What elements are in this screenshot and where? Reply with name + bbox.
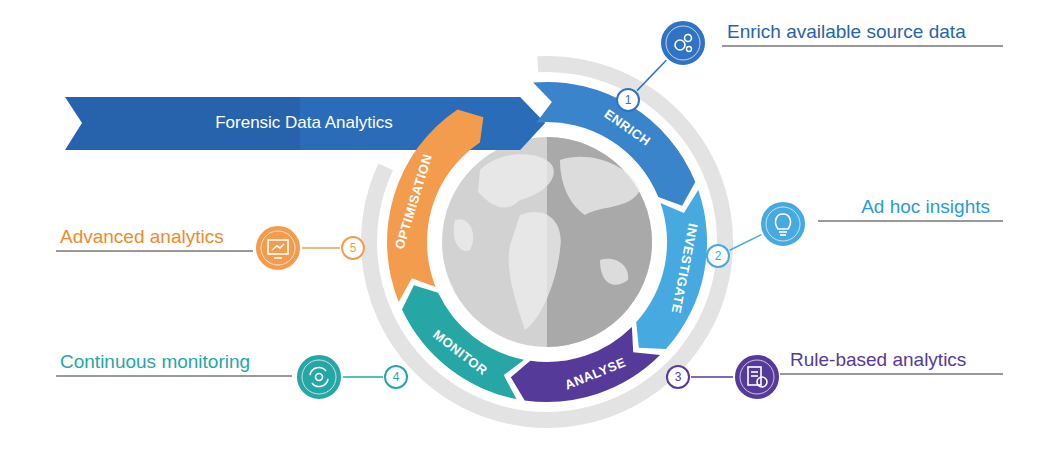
callout-number: 4 bbox=[384, 365, 408, 389]
callout-label: Rule-based analytics bbox=[790, 349, 966, 371]
continent bbox=[560, 157, 640, 215]
icon-ring bbox=[302, 360, 336, 394]
label-underline bbox=[780, 374, 1003, 375]
leader-line bbox=[637, 60, 667, 91]
callout-number: 3 bbox=[666, 365, 690, 389]
label-underline bbox=[818, 221, 1003, 222]
label-underline bbox=[722, 46, 1003, 47]
node-text: Forensic Data Analytics bbox=[215, 113, 393, 132]
icon-circle bbox=[660, 20, 706, 66]
icon-glyph bbox=[316, 374, 323, 381]
icon-ring bbox=[666, 26, 700, 60]
callout-number: 2 bbox=[706, 244, 730, 268]
continent bbox=[509, 212, 561, 330]
icon-glyph bbox=[751, 371, 758, 373]
leader-line bbox=[342, 376, 383, 378]
icon-glyph bbox=[675, 40, 685, 50]
node-text: 2 bbox=[715, 249, 722, 263]
icon-circle bbox=[734, 354, 780, 400]
ring-segment bbox=[533, 82, 695, 206]
callout-label: Ad hoc insights bbox=[861, 196, 990, 218]
icon-glyph bbox=[751, 375, 758, 377]
icon-ring bbox=[740, 360, 774, 394]
label-underline bbox=[56, 251, 253, 252]
continent bbox=[600, 259, 628, 285]
icon-ring bbox=[261, 231, 295, 265]
icon-glyph bbox=[780, 234, 786, 236]
icon-glyph bbox=[685, 35, 692, 42]
continent bbox=[454, 219, 473, 251]
icon-glyph bbox=[776, 214, 791, 229]
banner-arrow: Forensic Data Analytics bbox=[215, 113, 393, 133]
icon-glyph bbox=[687, 47, 692, 52]
callout-label: Enrich available source data bbox=[727, 21, 966, 43]
node-text: 4 bbox=[393, 370, 400, 384]
icon-circle bbox=[760, 201, 806, 247]
icon-ring bbox=[766, 207, 800, 241]
node-text: 1 bbox=[625, 93, 632, 107]
leader-line bbox=[691, 376, 734, 378]
leader-line bbox=[301, 247, 340, 249]
node-text: 5 bbox=[350, 241, 357, 255]
ring-segment bbox=[402, 285, 524, 399]
callout-number: 5 bbox=[341, 236, 365, 260]
leader-line bbox=[730, 234, 763, 250]
icon-glyph bbox=[274, 257, 282, 259]
icon-glyph bbox=[268, 240, 288, 254]
icon-circle bbox=[255, 225, 301, 271]
callout-label: Continuous monitoring bbox=[60, 351, 250, 373]
globe bbox=[442, 137, 652, 347]
ring-segment bbox=[387, 109, 483, 302]
icon-glyph bbox=[272, 244, 284, 250]
icon-circle bbox=[296, 354, 342, 400]
ring-segment bbox=[511, 327, 660, 402]
icon-glyph bbox=[757, 377, 767, 387]
continent bbox=[478, 154, 554, 207]
ring-segment bbox=[636, 190, 707, 349]
globe-shade bbox=[547, 137, 652, 347]
node-text: 3 bbox=[675, 370, 682, 384]
callout-number: 1 bbox=[616, 88, 640, 112]
icon-glyph bbox=[779, 231, 787, 233]
label-underline bbox=[56, 376, 292, 377]
icon-glyph bbox=[748, 367, 761, 385]
callout-label: Advanced analytics bbox=[60, 226, 224, 248]
